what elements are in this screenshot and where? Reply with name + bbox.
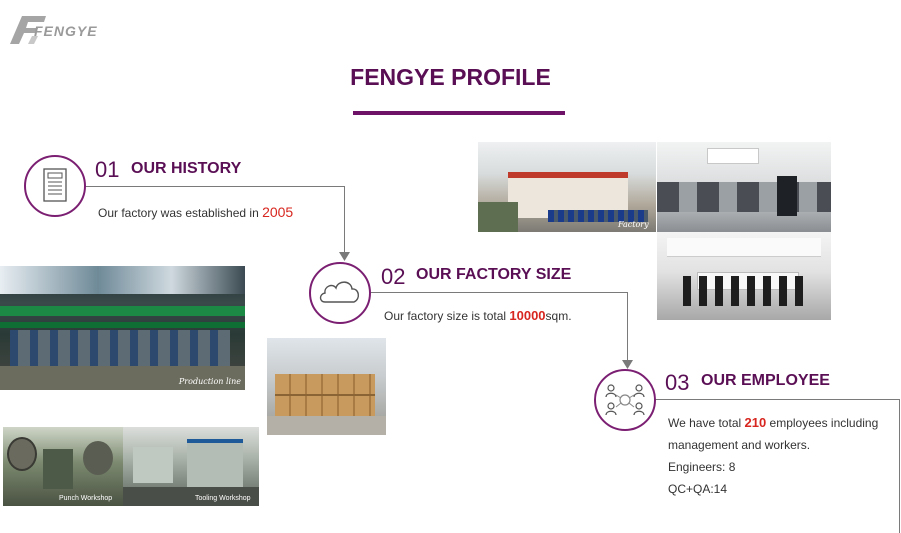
section-number-02: 02 xyxy=(381,264,406,289)
connector-line-3-h xyxy=(655,399,900,400)
tooling-workshop-photo: Tooling Workshop xyxy=(123,427,259,506)
arrow-down-icon xyxy=(339,252,350,261)
warehouse-photo xyxy=(267,338,386,435)
connector-line-2-v xyxy=(627,292,628,362)
connector-line-2-h xyxy=(370,292,627,293)
people-network-icon xyxy=(605,384,645,416)
section-title-factory-size: OUR FACTORY SIZE xyxy=(416,266,572,283)
factory-size-text: Our factory size is total 10000sqm. xyxy=(384,308,572,323)
document-icon xyxy=(43,168,67,202)
meeting-room-photo xyxy=(657,232,831,320)
history-icon-circle xyxy=(24,155,86,217)
section-number-01: 01 xyxy=(95,157,120,182)
employee-text: We have total 210 employees including ma… xyxy=(668,412,878,500)
title-underline xyxy=(353,111,565,115)
section-title-employee: OUR EMPLOYEE xyxy=(701,372,830,389)
connector-line-1-h xyxy=(84,186,345,187)
page-title: FENGYE PROFILE xyxy=(350,64,551,90)
factory-size-value: 10000 xyxy=(509,308,546,323)
factory-exterior-photo: Factory xyxy=(478,142,656,232)
logo-text: FENGYE xyxy=(34,23,98,39)
employee-icon-circle xyxy=(594,369,656,431)
factory-size-icon-circle xyxy=(309,262,371,324)
employee-line-1: We have total 210 employees including xyxy=(668,415,879,430)
history-text: Our factory was established in 2005 xyxy=(98,204,294,220)
employee-line-4: QC+QA:14 xyxy=(668,482,728,496)
arrow-down-icon xyxy=(622,360,633,369)
connector-line-3-v xyxy=(899,399,900,533)
history-year: 2005 xyxy=(262,204,294,220)
punch-caption: Punch Workshop xyxy=(59,495,113,502)
connector-line-1-v xyxy=(344,186,345,256)
section-number-03: 03 xyxy=(665,370,690,395)
factory-caption: Factory xyxy=(618,220,649,229)
logo-mark-icon xyxy=(10,16,46,44)
employee-line-2: management and workers. xyxy=(668,438,811,452)
employee-count: 210 xyxy=(744,415,767,430)
cloud-icon xyxy=(319,281,359,303)
production-caption: Production line xyxy=(178,377,241,386)
employee-line-3: Engineers: 8 xyxy=(668,460,736,474)
section-title-history: OUR HISTORY xyxy=(131,160,242,177)
production-line-photo: Production line xyxy=(0,266,245,390)
punch-workshop-photo: Punch Workshop xyxy=(3,427,123,506)
tooling-caption: Tooling Workshop xyxy=(195,495,251,502)
office-photo xyxy=(657,142,831,232)
